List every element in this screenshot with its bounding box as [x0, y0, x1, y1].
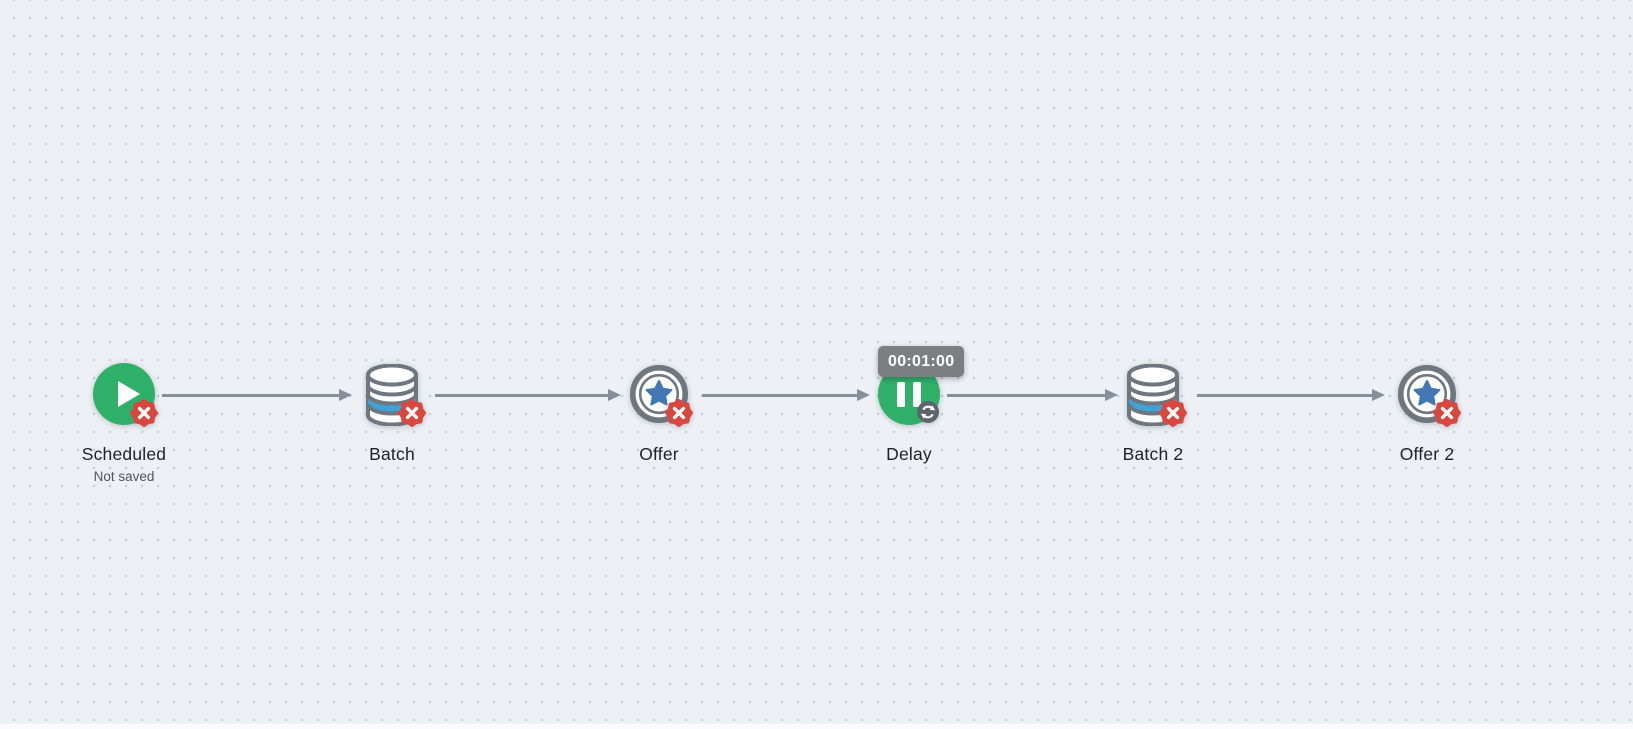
node-label: Offer 2 — [1399, 444, 1455, 464]
error-badge-icon — [1159, 399, 1187, 427]
node-scheduled[interactable]: Scheduled Not saved — [62, 363, 186, 484]
error-badge-icon — [398, 399, 426, 427]
refresh-badge-icon — [917, 401, 939, 423]
error-badge-icon — [665, 399, 693, 427]
connector-scheduled-batch — [162, 389, 352, 402]
node-status-text: Not saved — [93, 469, 155, 484]
scheduled-activity-target[interactable] — [93, 363, 158, 427]
node-label: Batch — [369, 444, 415, 464]
node-label: Scheduled — [81, 444, 167, 464]
connector-line — [947, 394, 1107, 397]
offer2-activity-target[interactable] — [1396, 363, 1461, 427]
batch-activity-target[interactable] — [361, 363, 426, 427]
arrowhead-icon — [339, 389, 352, 401]
horizontal-scrollbar-track[interactable] — [0, 724, 1633, 729]
arrowhead-icon — [1372, 389, 1385, 401]
connector-line — [702, 394, 859, 397]
node-batch2[interactable]: Batch 2 — [1091, 363, 1215, 465]
offer-star-icon — [1397, 364, 1457, 424]
node-offer[interactable]: Offer — [597, 363, 721, 465]
node-batch[interactable]: Batch — [330, 363, 454, 465]
connector-line — [162, 394, 341, 397]
connector-batch-offer — [435, 389, 621, 402]
connector-offer-delay — [702, 389, 870, 402]
connector-delay-batch2 — [947, 389, 1118, 402]
offer-activity-target[interactable] — [628, 363, 693, 427]
delay-duration-tooltip: 00:01:00 — [878, 346, 965, 377]
arrowhead-icon — [857, 389, 870, 401]
node-offer2[interactable]: Offer 2 — [1365, 363, 1489, 465]
error-badge-icon — [130, 399, 158, 427]
node-label: Offer — [639, 444, 679, 464]
arrowhead-icon — [608, 389, 621, 401]
error-badge-icon — [1433, 399, 1461, 427]
arrowhead-icon — [1105, 389, 1118, 401]
node-label: Delay — [886, 444, 932, 464]
connector-batch2-offer2 — [1197, 389, 1385, 402]
connector-line — [1197, 394, 1374, 397]
connector-line — [435, 394, 610, 397]
batch2-activity-target[interactable] — [1122, 363, 1187, 427]
node-delay[interactable]: 00:01:00 Delay — [847, 346, 971, 465]
database-icon — [1127, 364, 1179, 426]
node-label: Batch 2 — [1122, 444, 1184, 464]
